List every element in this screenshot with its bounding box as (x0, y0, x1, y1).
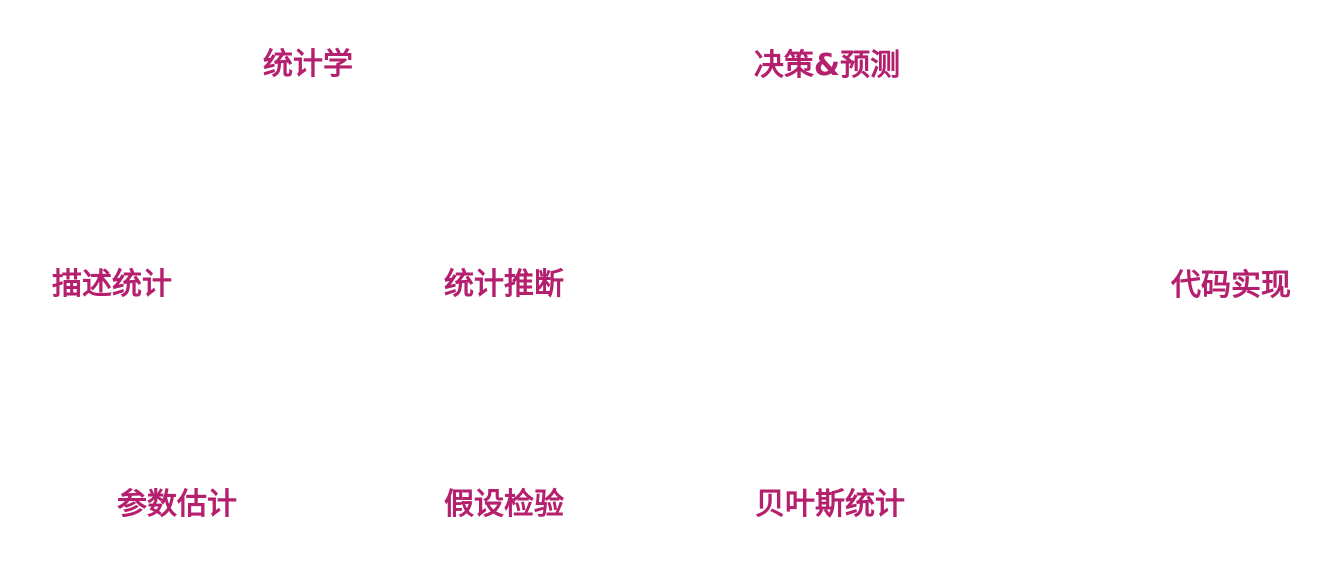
node-bayesian-statistics: 贝叶斯统计 (755, 487, 905, 522)
node-decision-prediction: 决策&预测 (753, 48, 901, 83)
node-statistical-inference: 统计推断 (444, 267, 564, 302)
node-statistics: 统计学 (263, 47, 353, 82)
node-descriptive-statistics: 描述统计 (52, 267, 172, 302)
node-code-implementation: 代码实现 (1171, 268, 1291, 303)
node-hypothesis-testing: 假设检验 (444, 487, 564, 522)
node-parameter-estimation: 参数估计 (117, 487, 237, 522)
